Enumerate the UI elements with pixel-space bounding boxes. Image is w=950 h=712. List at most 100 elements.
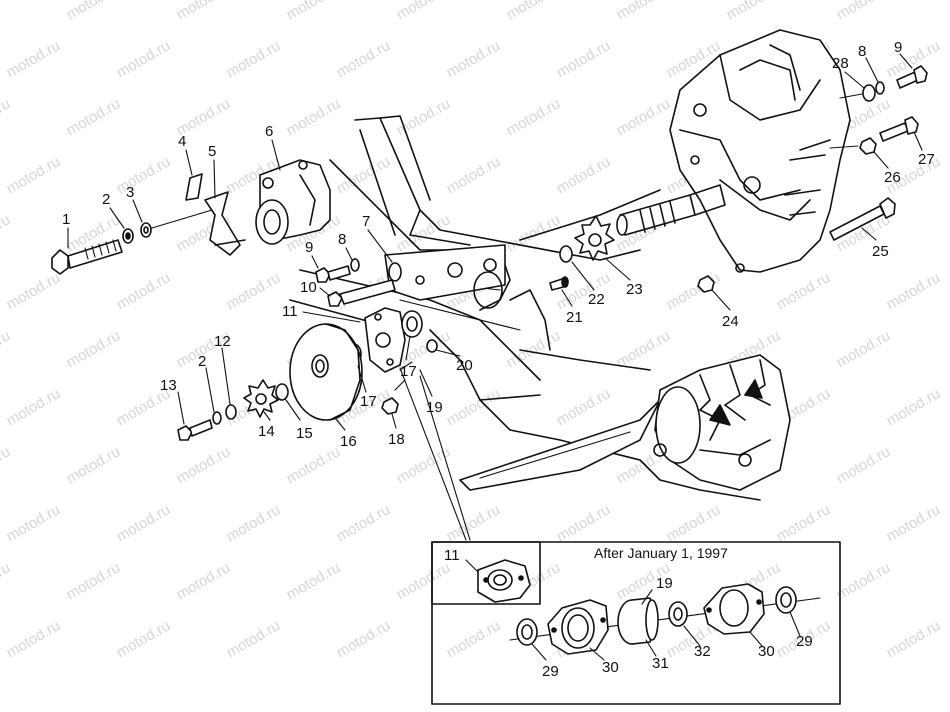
- motor-housing-part: [255, 159, 331, 245]
- watermark-text: motod.ru: [0, 211, 13, 255]
- watermark-text: motod.ru: [64, 327, 124, 371]
- watermark-text: motod.ru: [774, 269, 834, 313]
- center-parts: [549, 65, 928, 293]
- watermark-text: motod.ru: [554, 385, 614, 429]
- callout-18: 18: [388, 431, 405, 448]
- callout-22: 22: [588, 291, 605, 308]
- watermark-text: motod.ru: [114, 617, 174, 661]
- watermark-text: motod.ru: [174, 559, 234, 603]
- watermark-text: motod.ru: [394, 559, 454, 603]
- watermark-text: motod.ru: [114, 501, 174, 545]
- callout-27: 27: [918, 151, 935, 168]
- exhaust-heat-shield: [639, 354, 791, 501]
- callout-20: 20: [456, 357, 473, 374]
- watermark-text: motod.ru: [224, 37, 284, 81]
- watermark-text: motod.ru: [664, 501, 724, 545]
- watermark-text: motod.ru: [284, 559, 344, 603]
- watermark-text: motod.ru: [554, 153, 614, 197]
- watermark-text: motod.ru: [0, 95, 13, 139]
- watermark-text: motod.ru: [4, 617, 64, 661]
- watermark-text: motod.ru: [64, 0, 124, 23]
- watermark-text: motod.ru: [834, 327, 894, 371]
- watermark-text: motod.ru: [114, 37, 174, 81]
- callout-28: 28: [832, 55, 849, 72]
- watermark-text: motod.ru: [4, 37, 64, 81]
- callout-10: 10: [300, 279, 317, 296]
- watermark-text: motod.ru: [4, 385, 64, 429]
- callout-1: 1: [62, 211, 70, 228]
- bolt-part: [51, 239, 123, 275]
- watermark-text: motod.ru: [394, 95, 454, 139]
- callout-12: 12: [214, 333, 231, 350]
- watermark-text: motod.ru: [174, 443, 234, 487]
- watermark-text: motod.ru: [64, 95, 124, 139]
- watermark-text: motod.ru: [774, 501, 834, 545]
- callout-7: 7: [362, 213, 370, 230]
- inset-title: After January 1, 1997: [594, 545, 728, 561]
- watermark-text: motod.ru: [394, 0, 454, 23]
- watermark-text: motod.ru: [884, 269, 944, 313]
- inset-callout-30b: 30: [758, 643, 775, 660]
- watermark-text: motod.ru: [0, 327, 13, 371]
- watermark-text: motod.ru: [174, 0, 234, 23]
- watermark-text: motod.ru: [0, 443, 13, 487]
- callout-17b: 17: [400, 363, 417, 380]
- callout-15: 15: [296, 425, 313, 442]
- callout-6: 6: [265, 123, 273, 140]
- watermark-text: motod.ru: [334, 617, 394, 661]
- watermark-text: motod.ru: [0, 0, 13, 23]
- callout-24: 24: [722, 313, 739, 330]
- watermark-text: motod.ru: [884, 617, 944, 661]
- watermark-text: motod.ru: [114, 153, 174, 197]
- watermark-text: motod.ru: [444, 385, 504, 429]
- watermark-text: motod.ru: [834, 0, 894, 23]
- callout-2: 2: [102, 191, 110, 208]
- inset-callout-29a: 29: [542, 663, 559, 680]
- callout-5: 5: [208, 143, 216, 160]
- callout-9b: 9: [894, 39, 902, 56]
- callout-19: 19: [426, 399, 443, 416]
- callout-labels: 1 2 3 4 5 6 7 8 9 10 11 12 13 2 14 15 16…: [62, 39, 935, 680]
- watermark-text: motod.ru: [834, 443, 894, 487]
- watermark-text: motod.ru: [224, 617, 284, 661]
- watermark-text: motod.ru: [884, 385, 944, 429]
- callout-25: 25: [872, 243, 889, 260]
- callout-13: 13: [160, 377, 177, 394]
- watermark-text: motod.ru: [284, 95, 344, 139]
- watermark-text: motod.ru: [664, 269, 724, 313]
- inset-callout-31: 31: [652, 655, 669, 672]
- watermark-text: motod.ru: [64, 559, 124, 603]
- callout-8: 8: [338, 231, 346, 248]
- watermark-text: motod.ru: [64, 443, 124, 487]
- watermark-text: motod.ru: [554, 501, 614, 545]
- watermark-text: motod.ru: [284, 443, 344, 487]
- leader-lines: [67, 53, 923, 541]
- callout-17: 17: [360, 393, 377, 410]
- watermark-text: motod.ru: [394, 443, 454, 487]
- watermark-text: motod.ru: [724, 0, 784, 23]
- watermark-text: motod.ru: [114, 269, 174, 313]
- callout-3: 3: [126, 184, 134, 201]
- callout-21: 21: [566, 309, 583, 326]
- inset-callout-11: 11: [444, 547, 460, 564]
- watermark-text: motod.ru: [0, 559, 13, 603]
- callout-26: 26: [884, 169, 901, 186]
- callout-4: 4: [178, 133, 186, 150]
- callout-11: 11: [282, 303, 298, 320]
- watermark-text: motod.ru: [884, 501, 944, 545]
- callout-2b: 2: [198, 353, 206, 370]
- inset-callout-30a: 30: [602, 659, 619, 676]
- inset-callout-19: 19: [656, 575, 673, 592]
- callout-8b: 8: [858, 43, 866, 60]
- watermark-text: motod.ru: [444, 617, 504, 661]
- watermark-text: motod.ru: [224, 501, 284, 545]
- watermark-text: motod.ru: [284, 0, 344, 23]
- chaincase-housing: [616, 29, 851, 273]
- watermark-text: motod.ru: [554, 37, 614, 81]
- inset-callout-29b: 29: [796, 633, 813, 650]
- drive-disc-part: [289, 323, 363, 421]
- sprocket-part: [243, 379, 279, 418]
- callout-14: 14: [258, 423, 275, 440]
- watermark-text: motod.ru: [444, 37, 504, 81]
